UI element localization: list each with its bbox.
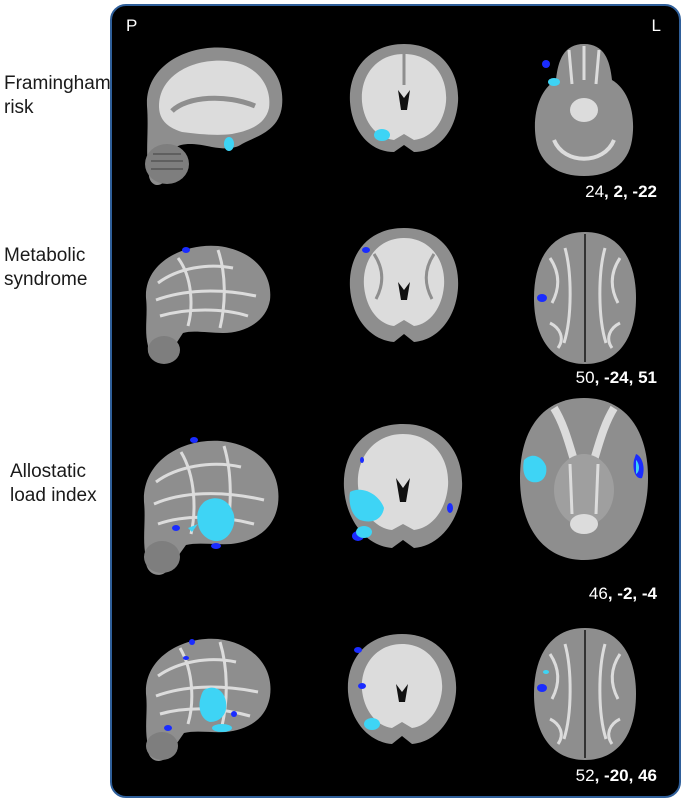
axial-slice-row2 [534,232,636,364]
sagittal-slice-row3 [143,437,279,575]
sagittal-slice-row1 [145,47,283,186]
coordinate-row1: 24, 2, -22 [585,182,657,201]
posterior-marker: P [126,16,138,35]
row-label-allostatic: Allostatic load index [10,461,97,506]
axial-slice-row1 [534,44,634,176]
sagittal-slice-row2 [145,245,271,364]
coordinate-row2: 50, -24, 51 [575,368,657,387]
axial-slice-row4 [534,628,636,760]
coronal-slice-row4 [347,634,457,744]
coronal-slice-row3 [343,424,463,548]
row-label-metabolic: Metabolic syndrome [4,245,88,290]
coordinate-row4: 52, -20, 46 [575,766,657,785]
brain-image-panel: P L 24, 2, -22 [110,4,681,798]
sagittal-slice-row4 [145,638,271,761]
coronal-slice-row2 [349,228,459,342]
coordinate-row3: 46, -2, -4 [588,584,657,603]
axial-slice-row3 [520,398,648,560]
coronal-slice-row1 [349,44,459,152]
row-label-framingham: Framingham risk [4,73,111,118]
left-marker: L [651,16,661,35]
